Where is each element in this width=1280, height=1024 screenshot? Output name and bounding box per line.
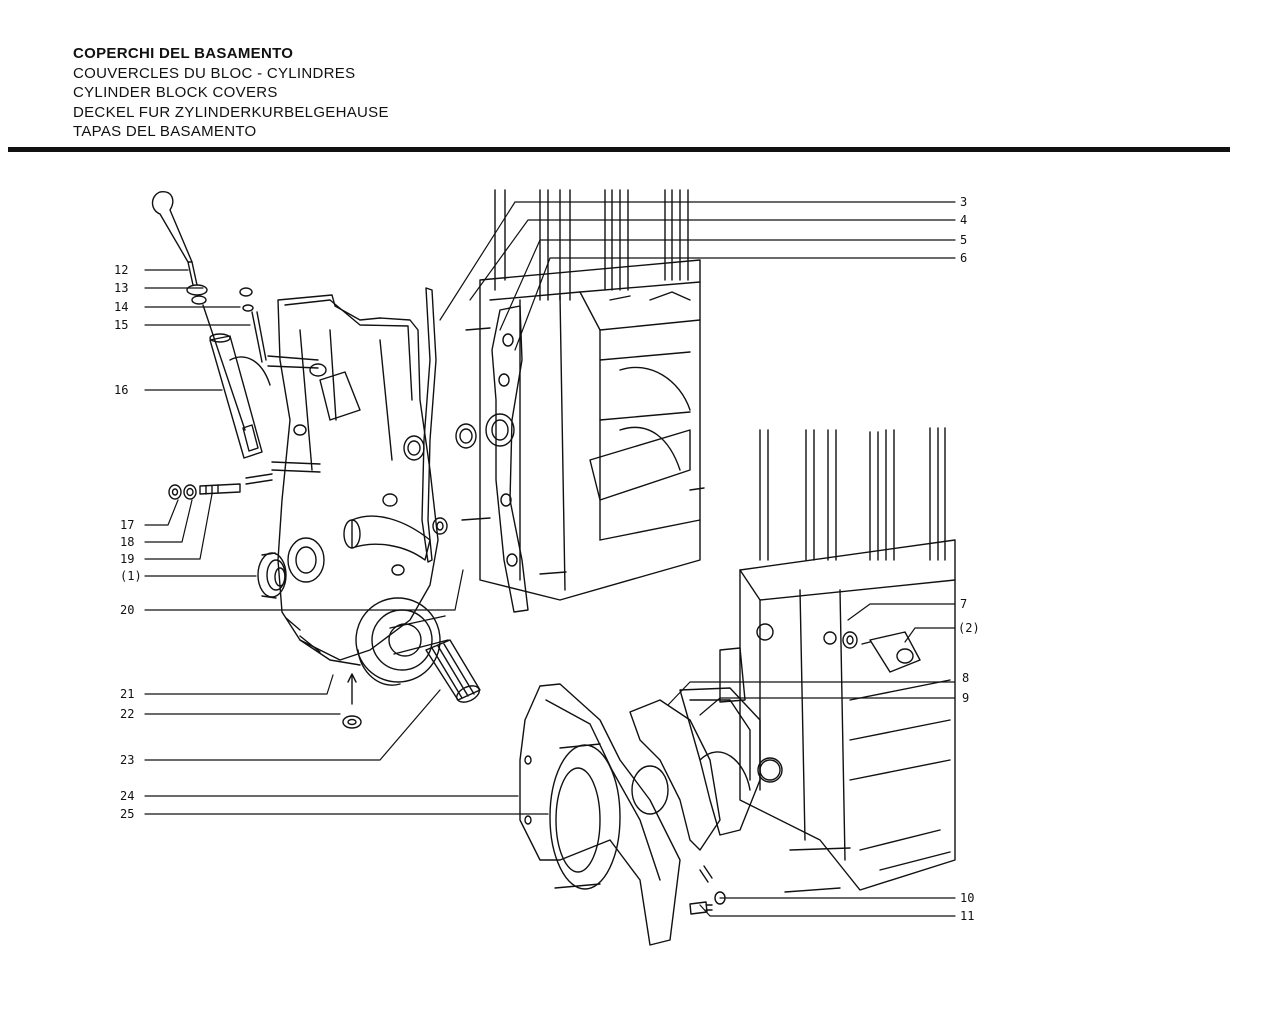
rear-bolt bbox=[689, 865, 726, 915]
callout-8: 8 bbox=[962, 671, 969, 685]
title-italian: COPERCHI DEL BASAMENTO bbox=[73, 45, 294, 62]
callout-17: 17 bbox=[120, 518, 134, 532]
rear-seal bbox=[549, 743, 621, 890]
callout-16: 16 bbox=[114, 383, 128, 397]
callout-19: 19 bbox=[120, 552, 134, 566]
callout-25: 25 bbox=[120, 807, 134, 821]
callout-18: 18 bbox=[120, 535, 134, 549]
callout-22: 22 bbox=[120, 707, 134, 721]
drive-shaft bbox=[425, 639, 481, 703]
title-block: COPERCHI DEL BASAMENTO COUVERCLES DU BLO… bbox=[73, 44, 389, 142]
callout-7: 7 bbox=[960, 597, 967, 611]
front-gasket bbox=[403, 287, 448, 563]
title-french: COUVERCLES DU BLOC - CYLINDRES bbox=[73, 64, 356, 82]
pulley-hub bbox=[355, 597, 449, 686]
front-seal bbox=[257, 552, 287, 599]
callout-labels: 12 13 14 15 16 17 18 19 (1) 20 21 22 23 … bbox=[114, 195, 980, 923]
callout-14: 14 bbox=[114, 300, 128, 314]
callout-11: 11 bbox=[960, 909, 974, 923]
left-leader-lines bbox=[144, 269, 549, 815]
callout-10: 10 bbox=[960, 891, 974, 905]
header-rule bbox=[8, 147, 1230, 152]
stud-and-washers bbox=[168, 473, 273, 500]
callout-2-bracket: (2) bbox=[958, 621, 980, 635]
callout-4: 4 bbox=[960, 213, 967, 227]
callout-1-bracket: (1) bbox=[120, 569, 142, 583]
callout-13: 13 bbox=[114, 281, 128, 295]
sensor-assembly bbox=[842, 631, 921, 673]
callout-15: 15 bbox=[114, 318, 128, 332]
lower-engine-block bbox=[719, 427, 956, 893]
block-gasket bbox=[491, 305, 529, 613]
callout-20: 20 bbox=[120, 603, 134, 617]
callout-5: 5 bbox=[960, 233, 967, 247]
callout-3: 3 bbox=[960, 195, 967, 209]
callout-9: 9 bbox=[962, 691, 969, 705]
title-spanish: TAPAS DEL BASAMENTO bbox=[73, 123, 257, 140]
callout-24: 24 bbox=[120, 789, 134, 803]
callout-6: 6 bbox=[960, 251, 967, 265]
callout-23: 23 bbox=[120, 753, 134, 767]
timing-cover bbox=[267, 294, 439, 666]
dipstick-assembly bbox=[151, 191, 271, 459]
rear-cover-plate bbox=[629, 687, 783, 851]
callout-12: 12 bbox=[114, 263, 128, 277]
upper-engine-block bbox=[455, 189, 705, 601]
title-english: CYLINDER BLOCK COVERS bbox=[73, 84, 278, 101]
bolt-22 bbox=[342, 673, 362, 729]
title-german: DECKEL FUR ZYLINDERKURBELGEHAUSE bbox=[73, 103, 389, 121]
callout-21: 21 bbox=[120, 687, 134, 701]
